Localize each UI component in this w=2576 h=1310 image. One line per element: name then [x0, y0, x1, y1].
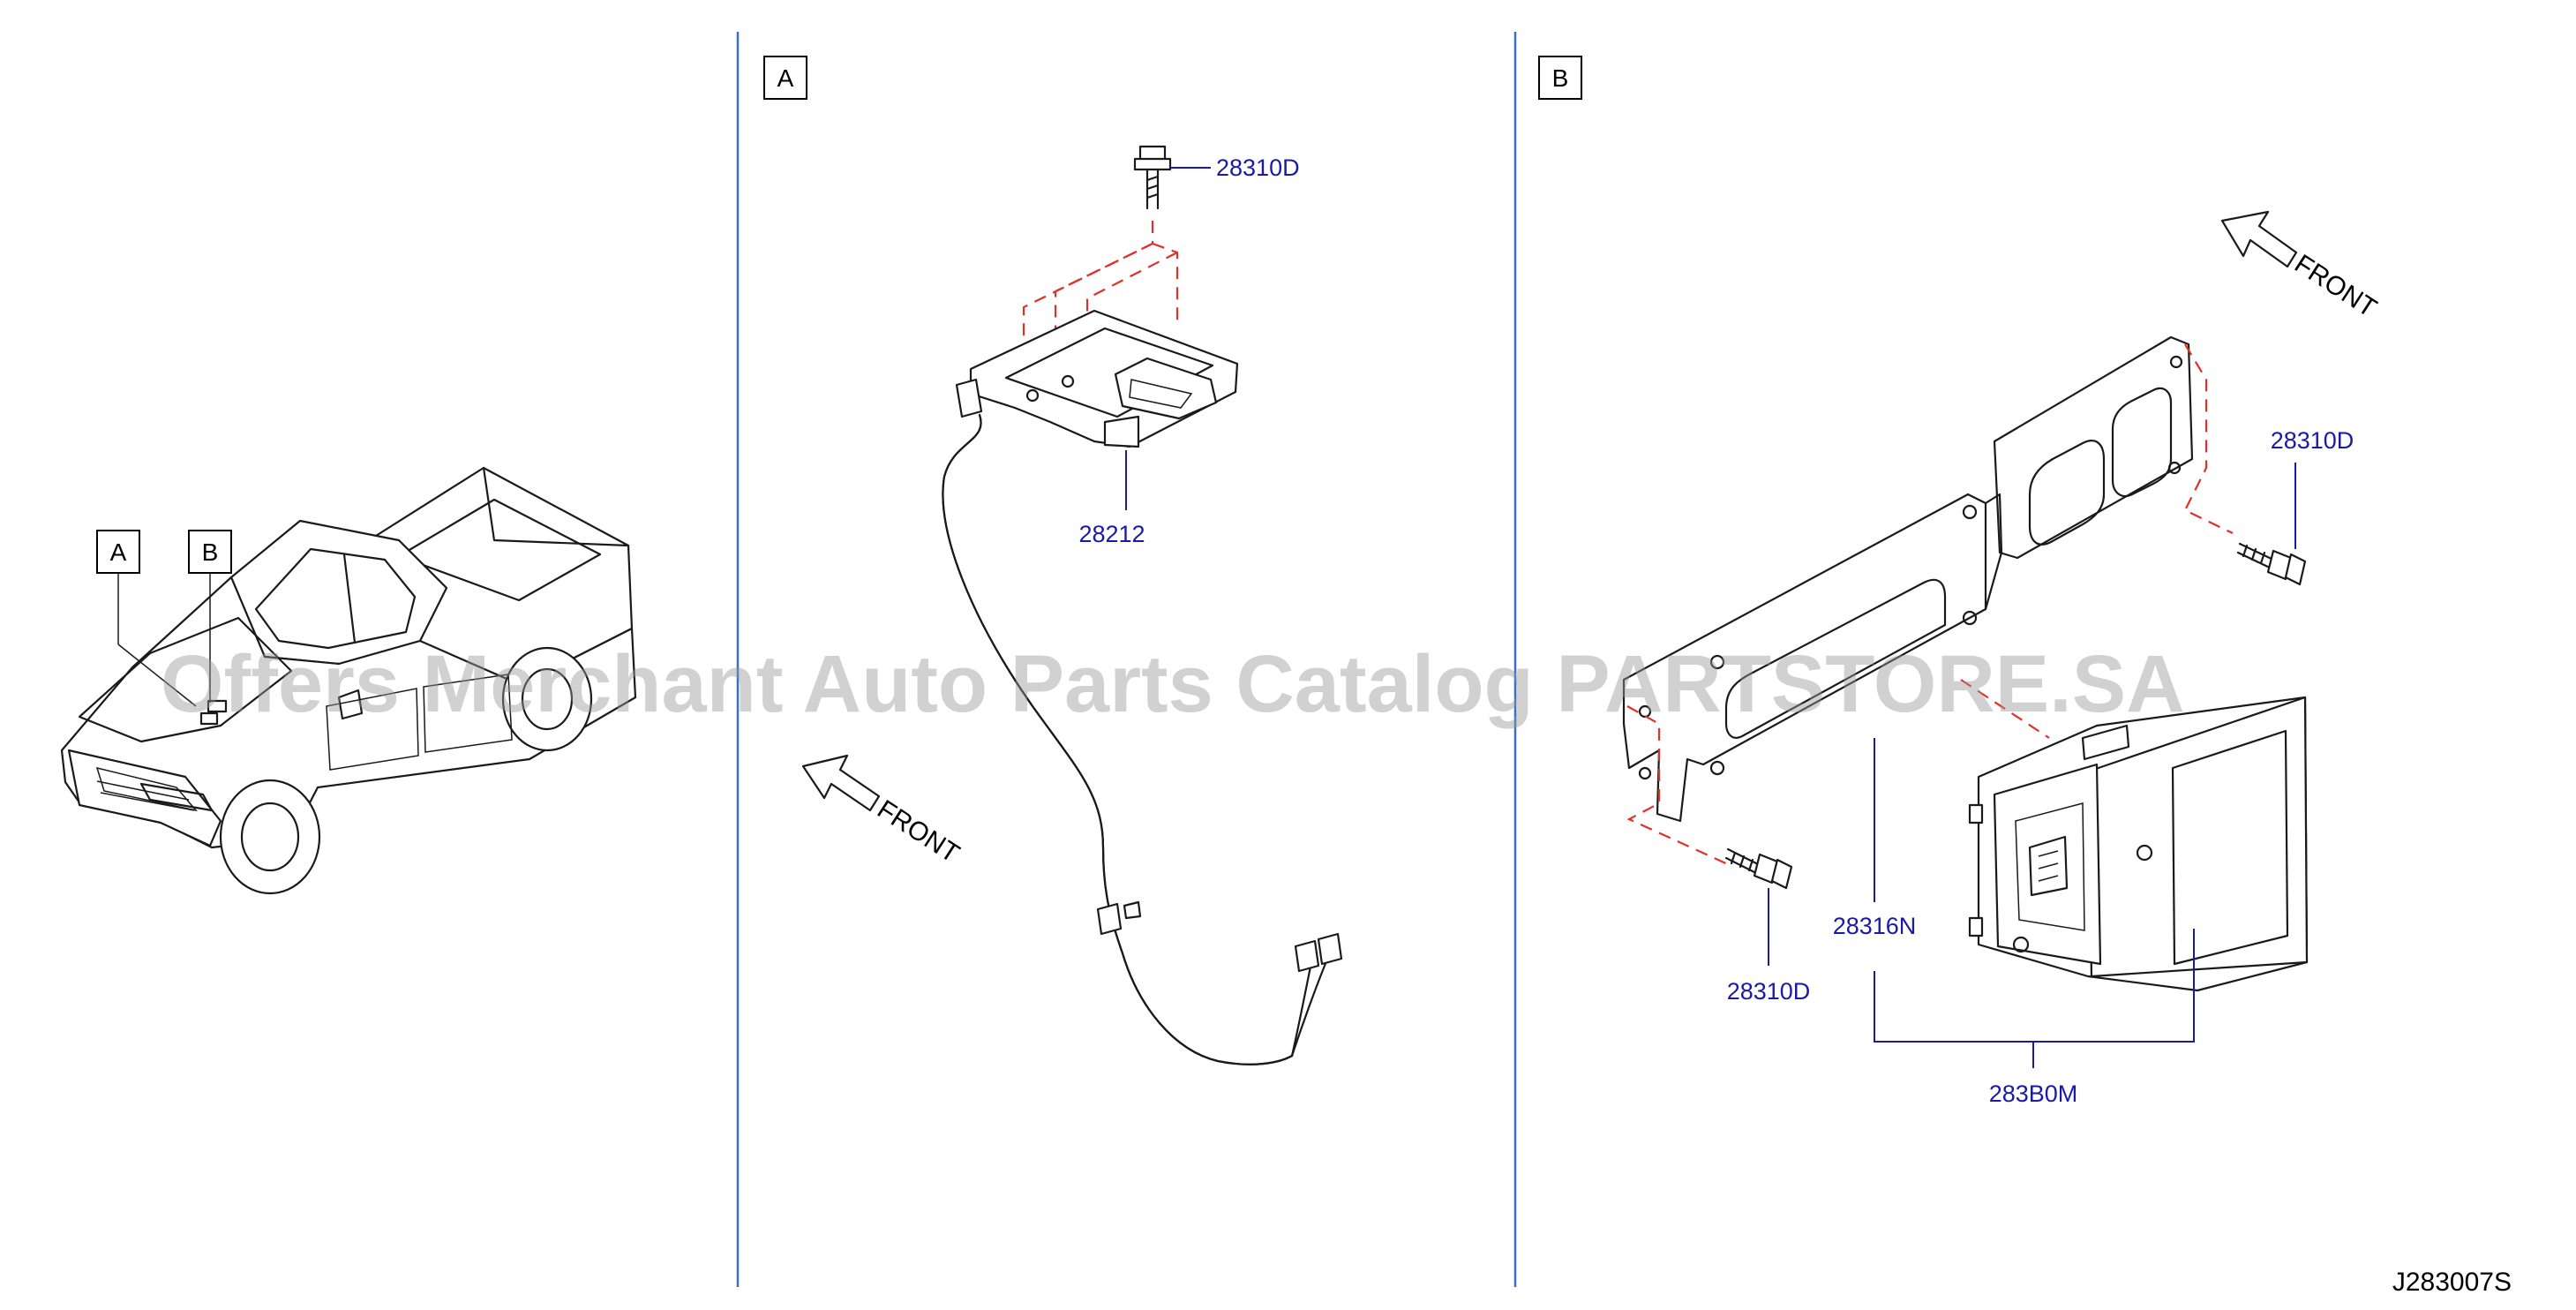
vehicle-overview: A B [60, 466, 637, 895]
front-label-b: FRONT [2289, 249, 2382, 323]
bolt-icon [2236, 542, 2307, 586]
part-label-28316n: 28316N [1833, 913, 1917, 939]
diagram-code: J283007S [2392, 1268, 2512, 1297]
mounting-bracket-drawing [1622, 335, 2194, 823]
wire-harness-drawing [942, 413, 1343, 1065]
yaw-sensor-drawing [955, 309, 1239, 448]
view-label-a: A [777, 64, 794, 92]
part-label-28310d-a: 28310D [1216, 154, 1300, 181]
bolt-icon [1133, 145, 1172, 210]
section-b: B FRONT 28316N [1538, 56, 2382, 1107]
view-box-a [763, 56, 807, 100]
view-label-b: B [1552, 64, 1569, 92]
watermark-text: Offers Merchant Auto Parts Catalog PARTS… [161, 639, 2185, 729]
view-box-b [1538, 56, 1582, 100]
part-label-28310d-b-left: 28310D [1727, 978, 1811, 1005]
vehicle-view-box-a [96, 530, 140, 574]
control-module-drawing [1968, 696, 2309, 992]
pickup-truck-drawing [60, 466, 637, 895]
front-arrow-icon [2220, 210, 2298, 268]
vehicle-view-label-a: A [110, 538, 127, 566]
section-a: A 28310D 28212 [763, 56, 1343, 1065]
bolt-icon [1724, 847, 1793, 890]
front-label-a: FRONT [872, 794, 965, 869]
part-label-28310d-b-right: 28310D [2271, 427, 2354, 454]
vehicle-view-box-b [188, 530, 232, 574]
front-arrow-icon [801, 754, 881, 812]
vehicle-view-label-b: B [202, 538, 219, 566]
part-label-28212: 28212 [1078, 521, 1145, 547]
part-label-283b0m: 283B0M [1989, 1080, 2078, 1107]
